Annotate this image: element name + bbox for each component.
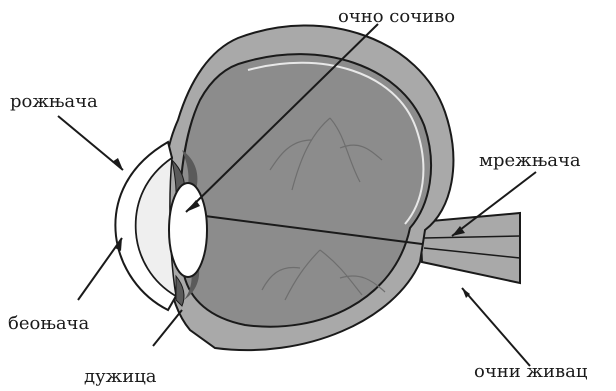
label-sclera: беоњача <box>8 313 89 334</box>
label-iris: дужица <box>84 366 157 387</box>
label-retina: мрежњача <box>479 150 581 171</box>
cornea <box>115 142 176 310</box>
label-optic-nerve: очни живац <box>474 361 588 382</box>
pointer-sclera <box>78 238 122 300</box>
pointer-iris <box>153 310 182 346</box>
label-lens: очно сочиво <box>338 6 455 27</box>
pointer-optic-nerve <box>462 288 530 366</box>
label-cornea: рожњача <box>10 91 98 112</box>
arrowhead-cornea <box>112 158 123 170</box>
